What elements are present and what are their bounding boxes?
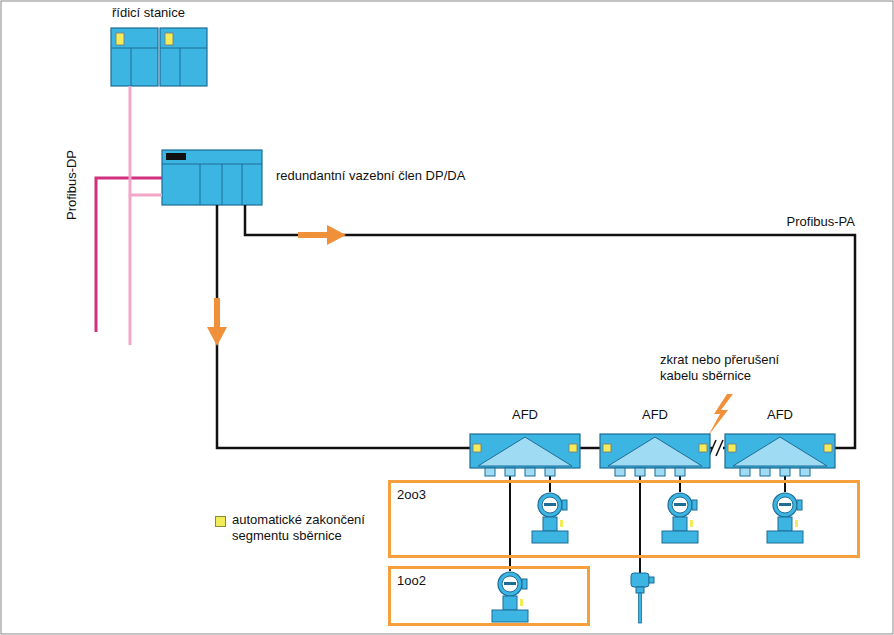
distributor-port	[780, 468, 790, 476]
distributor-roof	[478, 437, 572, 466]
node-label: redundantní vazební člen DP/DA	[276, 168, 465, 184]
distributor-port	[545, 468, 555, 476]
field-distributor: AFD	[725, 428, 835, 468]
coupler-symbol	[162, 150, 262, 205]
bus-cable	[245, 205, 855, 448]
distributor-port	[505, 468, 515, 476]
distributor-shape	[600, 428, 710, 468]
distributor-roof	[608, 437, 702, 466]
distributor-port	[675, 468, 685, 476]
distributor-label: AFD	[600, 407, 710, 423]
field-distributor: AFD	[600, 428, 710, 468]
distributor-body	[470, 434, 580, 468]
temperature-sensor-symbol	[631, 573, 654, 623]
distributor-port	[525, 468, 535, 476]
legend-swatch	[215, 516, 226, 527]
redundancy-group: 2oo3	[388, 480, 860, 558]
distributor-port	[485, 468, 495, 476]
connectors	[130, 86, 855, 448]
termination-marker	[728, 444, 736, 452]
group-label: 1oo2	[397, 573, 426, 589]
distributor-roof	[733, 437, 827, 466]
termination-marker	[824, 444, 832, 452]
distributor-shape	[470, 428, 580, 468]
field-distributor: AFD	[470, 428, 580, 468]
distributor-label: AFD	[725, 407, 835, 423]
distributor-port	[760, 468, 770, 476]
distributor-label: AFD	[470, 407, 580, 423]
bus-cable	[130, 86, 162, 195]
termination-marker	[603, 444, 611, 452]
coupler-box: redundantní vazební člen DP/DA	[162, 150, 262, 205]
termination-marker	[569, 444, 577, 452]
control-station-symbols	[111, 28, 207, 86]
node-label: řídicí stanice	[112, 5, 185, 21]
drop-cables	[510, 476, 785, 573]
bus-cable	[217, 205, 470, 448]
transmitter-symbol	[767, 493, 803, 543]
fault-note: zkrat nebo přerušení kabelu sběrnice	[660, 352, 810, 385]
field-devices	[492, 493, 803, 623]
control-station-group: řídicí stanice	[111, 28, 208, 86]
distributor-port	[635, 468, 645, 476]
legend-text: automatické zakončení segmentu sběrnice	[232, 512, 375, 545]
termination-marker	[699, 444, 707, 452]
bus-name: Profibus-PA	[787, 214, 855, 230]
distributor-body	[725, 434, 835, 468]
termination-marker	[473, 444, 481, 452]
bus-name: Profibus-DP	[64, 150, 80, 220]
profibus-dp-wires	[96, 178, 162, 345]
group-label: 2oo3	[397, 487, 426, 503]
flow-arrows	[207, 225, 346, 346]
distributor-port	[800, 468, 810, 476]
redundancy-group: 1oo2	[388, 566, 590, 626]
transmitter-symbol	[532, 493, 568, 543]
transmitter-symbol	[492, 572, 528, 622]
distributor-port	[615, 468, 625, 476]
legend-entry: automatické zakončení segmentu sběrnice	[215, 512, 375, 545]
bus-cable	[580, 447, 600, 450]
distributor-port	[655, 468, 665, 476]
transmitter-symbol	[662, 493, 698, 543]
distributor-port	[740, 468, 750, 476]
distributor-shape	[725, 428, 835, 468]
distributor-body	[600, 434, 710, 468]
